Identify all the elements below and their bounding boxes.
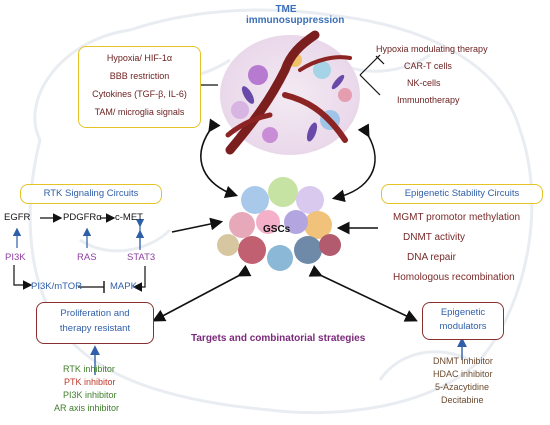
factor-bbb: BBB restriction xyxy=(109,71,170,81)
proliferation-title-line1: Proliferation and xyxy=(60,308,130,319)
stat3-to-mapk-arrow xyxy=(132,266,146,292)
epigenetic-item-dna-repair: DNA repair xyxy=(407,252,456,263)
inhibitor-ptk: PTK inhibitor xyxy=(64,377,116,387)
gsc-cluster-illustration xyxy=(217,177,341,271)
epigenetic-title: Epigenetic Stability Circuits xyxy=(404,188,520,199)
epigenetic-item-homologous: Homologous recombination xyxy=(393,272,515,283)
tme-title-line1: TME xyxy=(275,4,297,15)
proliferation-title-line2: therapy resistant xyxy=(59,323,131,334)
epigenetic-title-box: Epigenetic Stability Circuits xyxy=(381,184,543,204)
inhibitor-ar-axis: AR axis inhibitor xyxy=(54,403,120,413)
pi3k-mtor-label: PI3K/mTOR xyxy=(31,281,83,292)
pi3k-to-mtor-arrow xyxy=(13,265,33,290)
stat3-label: STAT3 xyxy=(127,252,156,263)
proliferation-box: Proliferation and therapy resistant xyxy=(36,302,154,344)
modulator-decitabine: Decitabine xyxy=(441,395,484,405)
therapy-cart: CAR-T cells xyxy=(404,61,452,71)
ras-label: RAS xyxy=(77,252,97,263)
modulators-title-line2: modulators xyxy=(439,321,487,332)
rtk-to-gsc-arrow xyxy=(171,217,224,233)
tme-tissue-illustration xyxy=(220,30,360,155)
modulator-hdac: HDAC inhibitor xyxy=(433,369,493,379)
gsc-proliferation-arrow xyxy=(152,264,252,322)
inhibit-line xyxy=(359,54,381,76)
cmet-label: c-MET xyxy=(115,212,143,223)
factor-cytokines: Cytokines (TGF-β, IL-6) xyxy=(92,89,187,99)
factor-tam: TAM/ microglia signals xyxy=(94,107,185,117)
pdgfra-label: PDGFRα xyxy=(63,212,102,223)
therapy-nk: NK-cells xyxy=(407,78,441,88)
modulator-dnmt: DNMT inhibitor xyxy=(433,356,493,366)
factor-hypoxia: Hypoxia/ HIF-1α xyxy=(106,53,173,63)
gsc-label: GSCs xyxy=(263,224,291,235)
therapy-immuno: Immunotherapy xyxy=(397,95,460,105)
modulator-azacytidine: 5-Azacytidine xyxy=(435,382,490,392)
tme-gsc-left-arrow xyxy=(200,118,239,199)
rtk-title: RTK Signaling Circuits xyxy=(43,188,139,199)
strategies-caption: Targets and combinatorial strategies xyxy=(191,333,366,344)
pi3k-label: PI3K xyxy=(5,252,26,263)
epigenetic-item-mgmt: MGMT promotor methylation xyxy=(393,212,521,223)
modulators-box: Epigenetic modulators xyxy=(422,302,504,340)
mapk-label: MAPK xyxy=(110,281,137,292)
rtk-title-box: RTK Signaling Circuits xyxy=(20,184,162,204)
therapy-hypoxia: Hypoxia modulating therapy xyxy=(376,44,488,54)
inhibitor-pi3k: PI3K inhibitor xyxy=(63,390,117,400)
inhibitor-rtk: RTK inhibitor xyxy=(63,364,115,374)
tme-gsc-right-arrow xyxy=(331,123,376,203)
gsc-modulators-arrow xyxy=(308,265,418,322)
egfr-label: EGFR xyxy=(4,212,31,223)
tme-factors-box: Hypoxia/ HIF-1α BBB restriction Cytokine… xyxy=(78,46,201,128)
tme-title: TME immunosuppression xyxy=(246,4,345,26)
tme-title-line2: immunosuppression xyxy=(246,15,345,26)
epigenetic-item-dnmt: DNMT activity xyxy=(403,232,466,243)
modulators-title-line1: Epigenetic xyxy=(440,307,486,318)
